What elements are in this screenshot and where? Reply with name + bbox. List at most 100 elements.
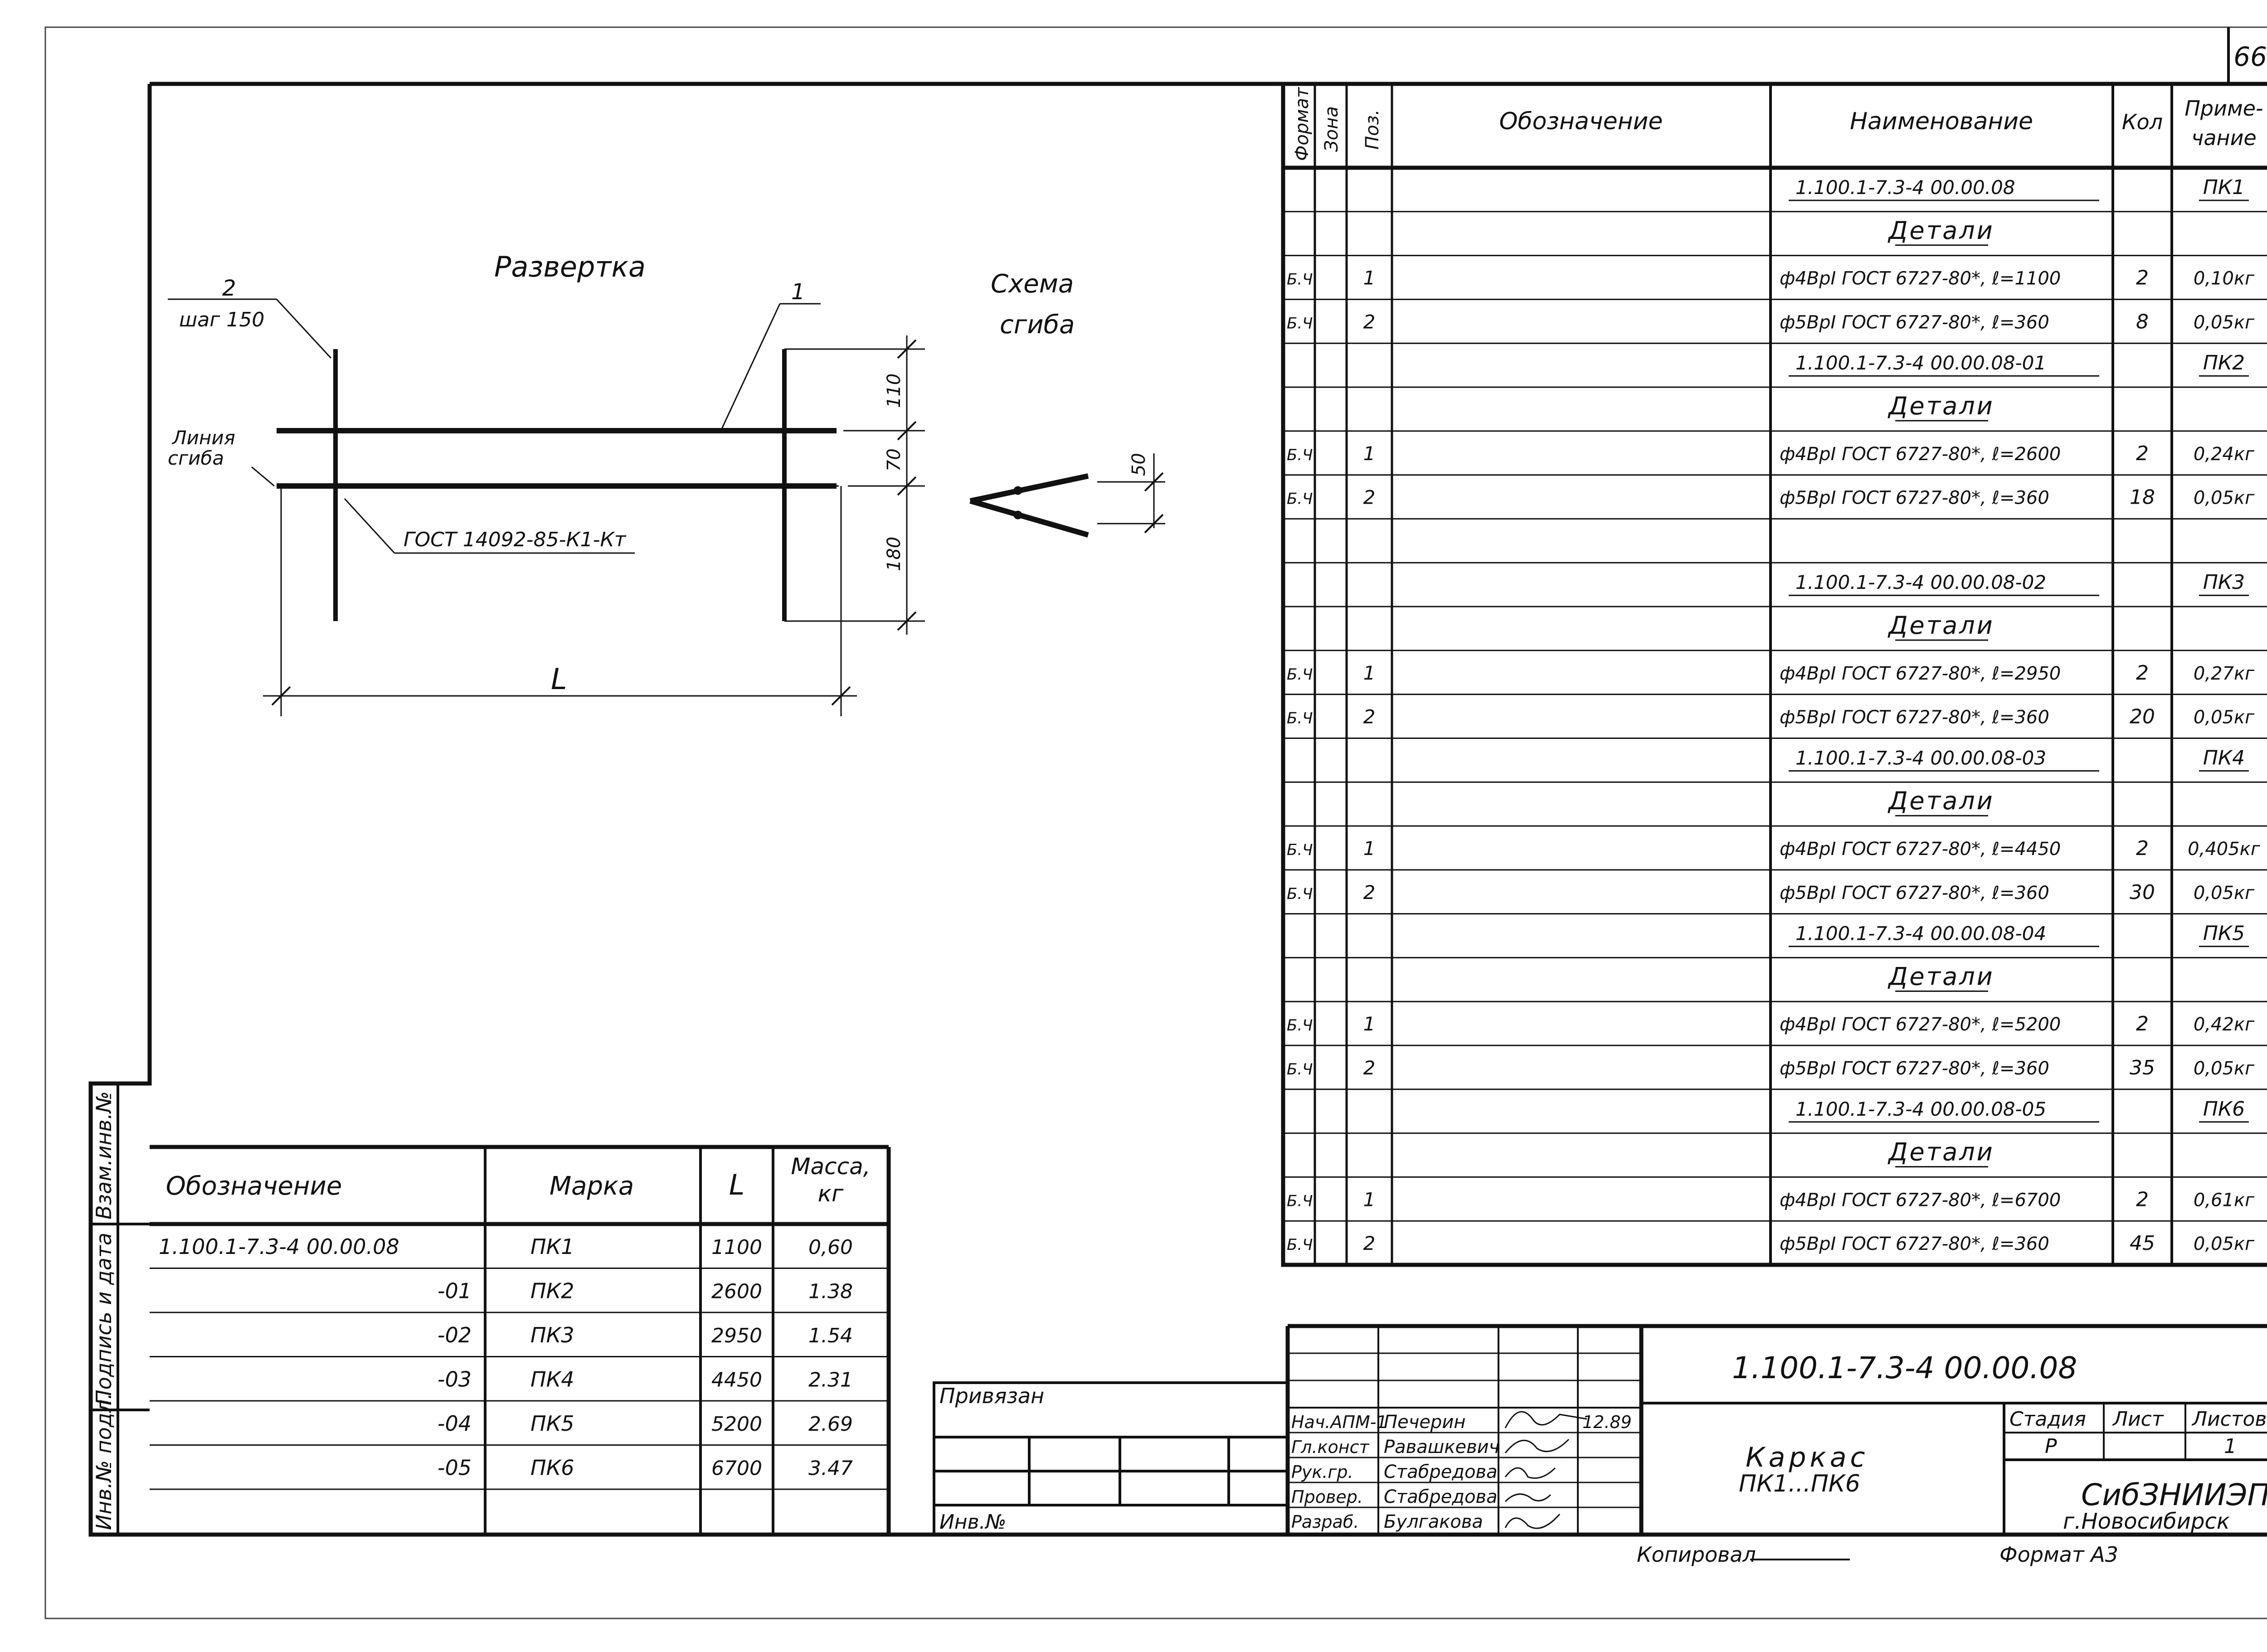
leader-2 [276, 298, 332, 359]
binding-block [933, 1381, 1288, 1535]
staff-role: Гл.конст [1291, 1437, 1370, 1457]
spec-row-mark: ПК6 [2203, 1098, 2245, 1121]
bend-title-1: Схема [991, 269, 1074, 299]
staff-row: Рук.гр.Стабредова [1291, 1462, 1498, 1482]
spec-header-note-1: Приме- [2184, 96, 2263, 121]
marks-row-length: 2600 [711, 1280, 762, 1303]
spec-row: Детали [1888, 962, 1995, 992]
spec-row-format: Б.Ч. [1287, 666, 1318, 684]
spec-row-pos: 1 [1363, 1188, 1376, 1210]
marks-row-mark: ПК5 [530, 1411, 574, 1436]
spec-row-section: Детали [1888, 787, 1995, 815]
marks-row-designation: -02 [438, 1323, 472, 1347]
spec-row-qty: 2 [2136, 661, 2149, 685]
spec-row-name: ф5ВрI ГОСТ 6727-80*, ℓ=360 [1780, 883, 2049, 904]
marks-row-mark: ПК4 [530, 1367, 574, 1392]
spec-row-name: ф5ВрI ГОСТ 6727-80*, ℓ=360 [1780, 707, 2049, 728]
title-block [1285, 1324, 2267, 1535]
marks-row-designation: -05 [438, 1456, 472, 1480]
staff-row: Гл.конст Равашкевич [1291, 1437, 1499, 1458]
spec-row-name: ф5ВрI ГОСТ 6727-80*, ℓ=360 [1780, 488, 2049, 509]
dim-L: L [551, 663, 567, 696]
spec-row-assembly: 1.100.1-7.3-4 00.00.08 [1795, 176, 2015, 199]
dim-110: 110 [884, 374, 905, 408]
spec-row-assembly: 1.100.1-7.3-4 00.00.08-05 [1795, 1098, 2046, 1120]
spec-row-note: 0,05кг [2194, 1058, 2255, 1079]
spec-row-format: Б.Ч. [1287, 314, 1318, 332]
spec-row-format: Б.Ч. [1287, 271, 1318, 289]
spec-row: Детали [1888, 787, 1995, 816]
spec-row-section: Детали [1888, 1138, 1995, 1166]
staff-name: Равашкевич [1384, 1437, 1499, 1458]
marks-row-length: 6700 [711, 1457, 762, 1480]
spec-row-qty: 8 [2136, 310, 2149, 333]
marks-row-mass: 2.69 [808, 1413, 853, 1436]
spec-row-qty: 2 [2136, 442, 2149, 465]
marks-row-designation: -04 [438, 1411, 472, 1436]
marks-row-mass: 0,60 [808, 1236, 853, 1259]
signature-4 [1504, 1493, 1552, 1502]
spec-row-name: ф5ВрI ГОСТ 6727-80*, ℓ=360 [1780, 1234, 2049, 1254]
spec-row-section: Детали [1888, 611, 1995, 640]
sheets-label: Листов [2191, 1408, 2267, 1431]
spec-row-qty: 2 [2136, 267, 2149, 290]
spec-row-format: Б.Ч. [1287, 1192, 1318, 1210]
spec-row-note: 0,05кг [2194, 883, 2255, 904]
spec-row-pos: 2 [1363, 311, 1376, 333]
side-inv-replace: Взам.инв.№ [92, 1091, 116, 1220]
marks-row-designation: 1.100.1-7.3-4 00.00.08 [159, 1234, 399, 1259]
marks-row-length: 1100 [711, 1236, 762, 1259]
spec-header-name: Наименование [1850, 108, 2033, 135]
spec-row-qty: 20 [2130, 705, 2155, 729]
spec-row-note: 0,27кг [2194, 663, 2255, 684]
spec-row-section: Детали [1888, 962, 1995, 991]
step-label: шаг 150 [179, 308, 264, 331]
spec-row-note: 0,42кг [2194, 1014, 2255, 1035]
spec-row-note: 0,61кг [2194, 1190, 2255, 1210]
main-frame [88, 82, 2267, 1537]
title-date: 12.89 [1582, 1412, 1632, 1432]
signature-2 [1504, 1438, 1570, 1453]
spec-row-format: Б.Ч. [1287, 885, 1318, 903]
callout-2: 2 [222, 276, 236, 301]
bend-scheme [969, 453, 1165, 538]
marks-row-mass: 1.54 [808, 1324, 853, 1347]
spec-header-format: Формат [1292, 87, 1313, 161]
spec-row-mark: ПК1 [2203, 176, 2245, 199]
spec-header-qty: Кол [2122, 110, 2163, 134]
spec-row-pos: 1 [1363, 662, 1376, 684]
spec-row-qty: 35 [2130, 1056, 2155, 1079]
spec-row-pos: 1 [1363, 1013, 1376, 1035]
spec-row-assembly: 1.100.1-7.3-4 00.00.08-03 [1795, 747, 2046, 769]
spec-row-pos: 2 [1363, 1232, 1376, 1254]
spec-row-assembly: 1.100.1-7.3-4 00.00.08-02 [1795, 571, 2046, 593]
spec-row-name: ф4ВрI ГОСТ 6727-80*, ℓ=1100 [1780, 268, 2061, 289]
marks-header-mark: Марка [550, 1171, 634, 1201]
outer-trim-frame [44, 26, 2267, 1619]
dim-70: 70 [884, 448, 905, 471]
spec-row-section: Детали [1888, 392, 1995, 420]
signature-3 [1504, 1467, 1556, 1479]
copied-label: Копировал [1637, 1542, 1756, 1567]
staff-name: Стабредова [1384, 1462, 1498, 1482]
binding-tied: Привязан [939, 1384, 1044, 1408]
staff-name: Стабредова [1384, 1487, 1498, 1507]
marks-row: 1.100.1-7.3-4 00.00.08 ПК1 1100 0,60 [159, 1234, 853, 1259]
staff-role: Провер. [1291, 1487, 1363, 1507]
marks-row-mark: ПК1 [530, 1234, 574, 1259]
spec-row-format: Б.Ч. [1287, 446, 1318, 464]
spec-row-format: Б.Ч. [1287, 841, 1318, 859]
marks-row-mass: 3.47 [808, 1457, 853, 1480]
